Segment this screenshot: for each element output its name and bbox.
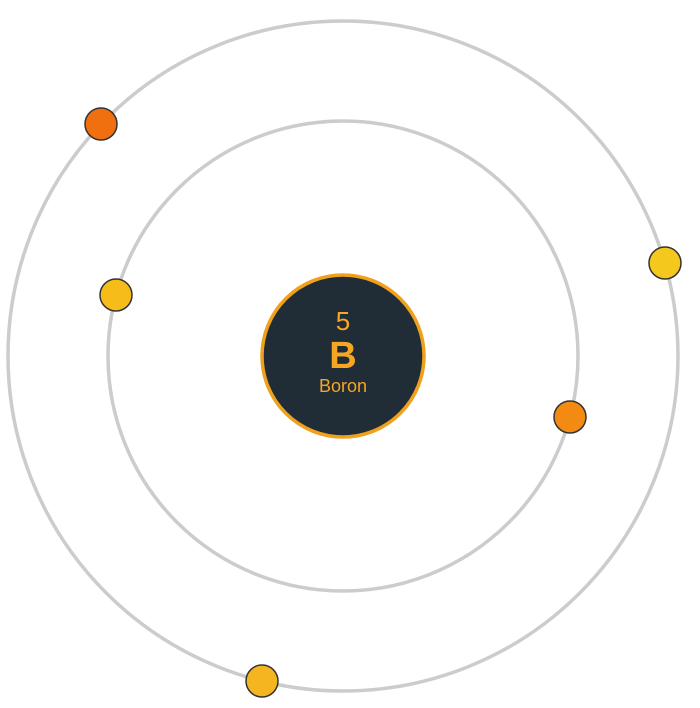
- electron-outer-1: [84, 107, 118, 141]
- nucleus-circle: [260, 273, 426, 439]
- electron-inner-2: [553, 400, 587, 434]
- atomic-number: 5: [336, 306, 350, 336]
- electron-inner-1: [99, 278, 133, 312]
- inner-orbit: [106, 119, 580, 593]
- element-name: Boron: [319, 376, 367, 396]
- element-symbol: B: [329, 335, 356, 377]
- nucleus: 5 B Boron: [260, 273, 426, 439]
- outer-orbit: [6, 19, 680, 693]
- electron-outer-2: [648, 246, 682, 280]
- electron-outer-3: [245, 664, 279, 698]
